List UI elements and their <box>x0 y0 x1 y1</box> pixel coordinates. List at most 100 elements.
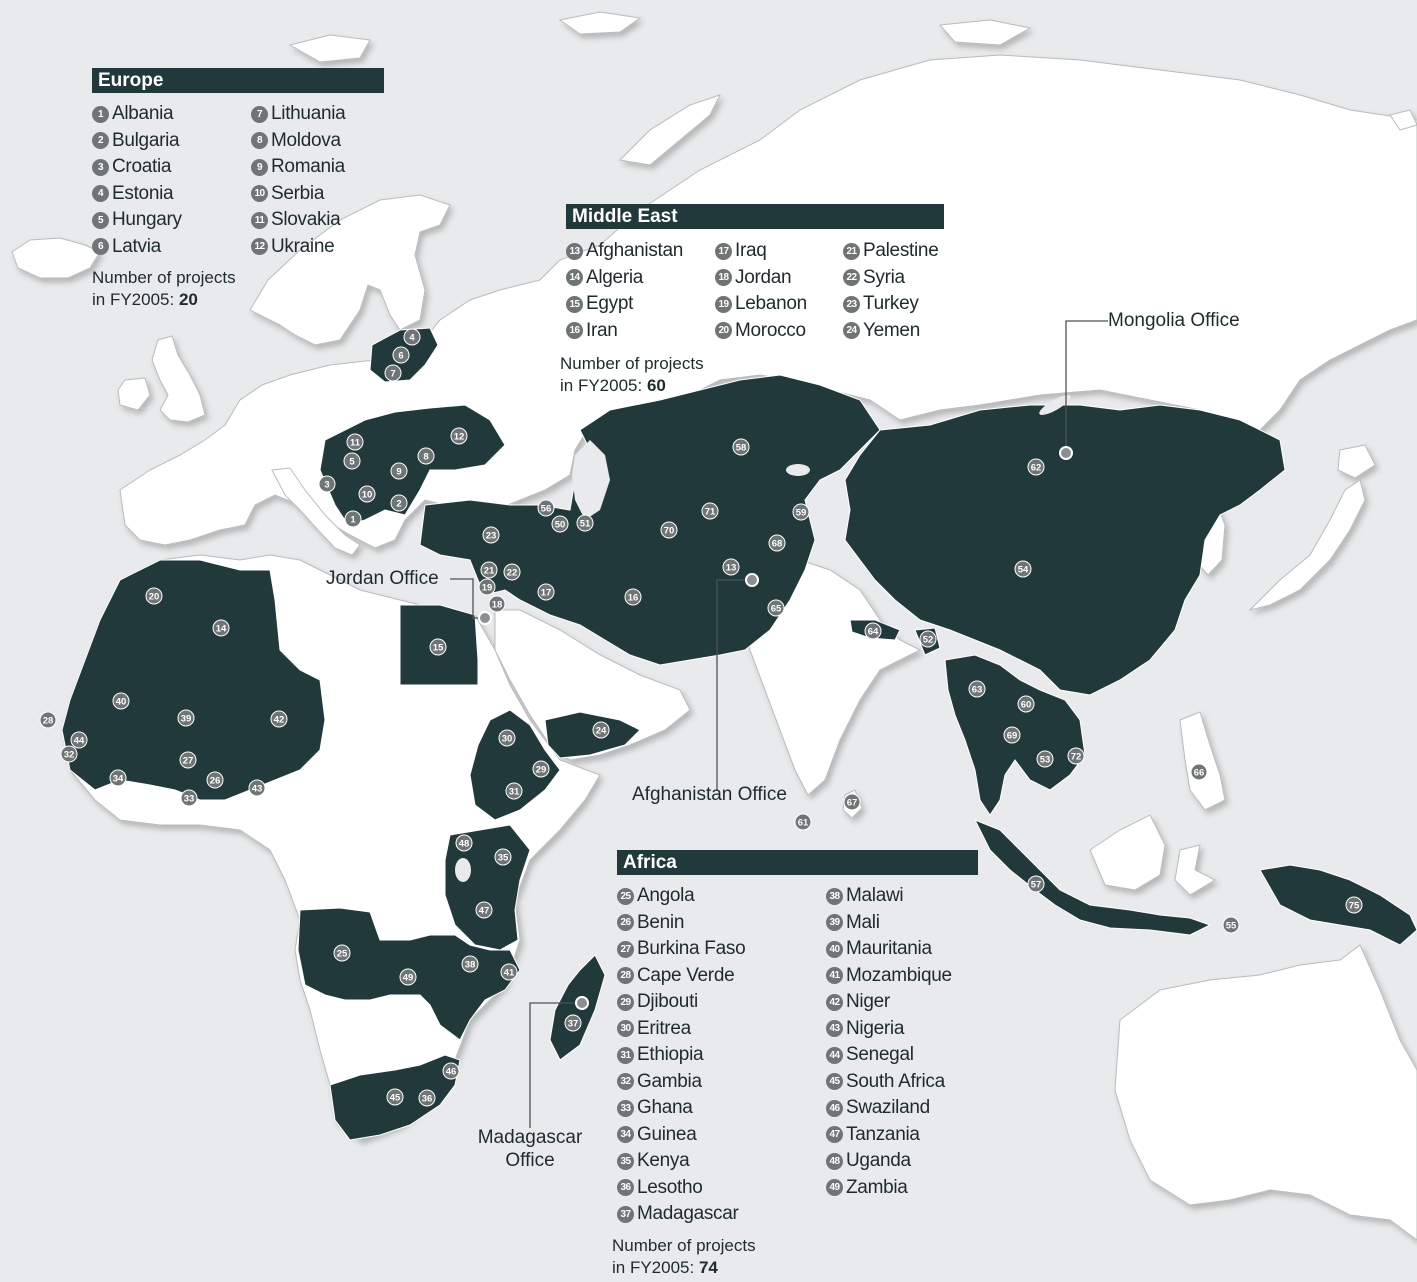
country-name: Ukraine <box>271 235 335 257</box>
map-marker-circle <box>843 793 861 811</box>
country-name: Iraq <box>735 240 767 262</box>
map-marker-label: 51 <box>580 518 591 529</box>
map-marker-circle <box>248 779 266 797</box>
map-marker-circle <box>919 630 937 648</box>
map-marker-label: 52 <box>923 634 934 645</box>
map-marker-label: 28 <box>43 715 54 726</box>
number-badge-icon: 49 <box>826 1179 843 1197</box>
country-name: Nigeria <box>846 1017 905 1039</box>
map-marker-label: 21 <box>484 565 495 576</box>
map-marker-circle <box>1003 726 1021 744</box>
great-britain <box>151 335 206 423</box>
country-name: Kenya <box>637 1150 690 1172</box>
region-panel-europe: Europe <box>92 68 384 93</box>
arctic-island-2 <box>288 34 371 63</box>
map-marker-label: 35 <box>498 852 509 863</box>
country-name: Morocco <box>735 319 806 341</box>
map-marker-label: 4 <box>409 332 415 343</box>
map-marker-label: 16 <box>628 592 639 603</box>
borneo <box>1089 814 1166 891</box>
country-name: Hungary <box>112 209 182 231</box>
project-count-middle-east: Number of projects in FY2005: 60 <box>560 353 704 397</box>
number-badge-icon: 4 <box>92 185 109 203</box>
office-label-madagascar: Madagascar Office <box>473 1126 587 1172</box>
map-marker-circle <box>177 709 195 727</box>
number-badge-icon: 46 <box>826 1099 843 1117</box>
map-marker-label: 70 <box>664 525 675 536</box>
number-badge-icon: 7 <box>251 105 268 123</box>
count-label: Number of projects <box>92 268 236 287</box>
map-marker-label: 49 <box>403 972 414 983</box>
office-label-jordan: Jordan Office <box>326 568 439 589</box>
number-badge-icon: 5 <box>92 211 109 229</box>
japan <box>1248 479 1366 611</box>
map-marker-label: 27 <box>183 755 194 766</box>
map-marker-circle <box>1027 458 1045 476</box>
map-marker-circle <box>145 587 163 605</box>
map-marker-circle <box>475 901 493 919</box>
map-marker-circle <box>390 462 408 480</box>
map-marker-label: 69 <box>1007 730 1018 741</box>
country-name: Palestine <box>863 240 939 262</box>
map-marker-circle <box>212 619 230 637</box>
map-marker-label: 8 <box>423 451 428 462</box>
map-marker-label: 3 <box>324 479 329 490</box>
map-marker-circle <box>1190 763 1208 781</box>
arctic-island-4 <box>1389 109 1417 131</box>
arctic-island-1 <box>558 11 642 35</box>
count-value: 20 <box>178 290 198 309</box>
number-badge-icon: 8 <box>251 132 268 150</box>
map-marker-circle <box>333 944 351 962</box>
map-marker-label: 31 <box>509 786 520 797</box>
india <box>744 559 922 796</box>
number-badge-icon: 40 <box>826 940 843 958</box>
number-badge-icon: 3 <box>92 158 109 176</box>
country-name: Albania <box>112 103 174 125</box>
map-marker-circle <box>488 595 506 613</box>
country-name: South Africa <box>846 1070 945 1092</box>
map-marker-circle <box>768 534 786 552</box>
map-marker-label: 9 <box>396 466 401 477</box>
map-marker-circle <box>112 692 130 710</box>
number-badge-icon: 17 <box>715 242 732 260</box>
map-marker-label: 33 <box>184 793 195 804</box>
number-badge-icon: 27 <box>617 940 634 958</box>
country-name: Niger <box>846 991 890 1013</box>
country-name: Mali <box>846 911 880 933</box>
country-name: Eritrea <box>637 1017 691 1039</box>
map-marker-label: 53 <box>1040 754 1051 765</box>
map-marker-circle <box>442 1062 460 1080</box>
number-badge-icon: 38 <box>826 887 843 905</box>
map-marker-label: 60 <box>1021 699 1032 710</box>
map-marker-circle <box>318 475 336 493</box>
arabian-peninsula <box>494 609 691 761</box>
number-badge-icon: 36 <box>617 1179 634 1197</box>
sulawesi <box>1174 844 1217 896</box>
count-label: Number of projects <box>560 354 704 373</box>
map-marker-circle <box>537 583 555 601</box>
map-marker-circle <box>390 494 408 512</box>
number-badge-icon: 16 <box>566 322 583 340</box>
count-value: 74 <box>698 1258 718 1277</box>
number-badge-icon: 45 <box>826 1073 843 1091</box>
country-name: Algeria <box>586 266 644 288</box>
map-marker-circle <box>482 526 500 544</box>
map-marker-label: 59 <box>796 507 807 518</box>
map-marker-label: 50 <box>555 519 566 530</box>
number-badge-icon: 18 <box>715 269 732 287</box>
country-name: Yemen <box>863 319 920 341</box>
map-marker-label: 10 <box>362 489 373 500</box>
